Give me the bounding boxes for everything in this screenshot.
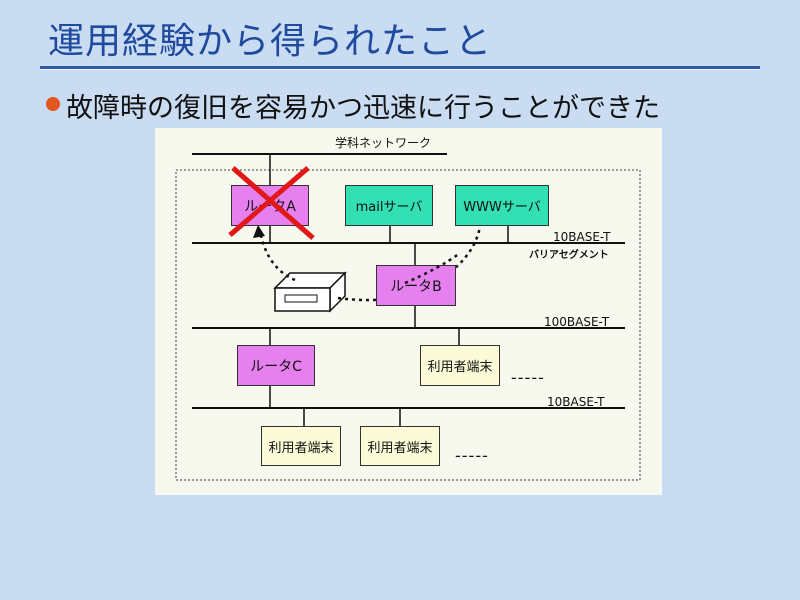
router-c: ルータC [237,345,315,386]
slide-title: 運用経験から得られたこと [48,21,493,62]
user-terminal-2: 利用者端末 [261,426,341,466]
arrowhead-icon [253,225,265,238]
more-terminals-indicator-1: ----- [511,368,545,387]
backup-device-icon [273,271,347,313]
router-b: ルータB [376,265,456,306]
site-boundary [175,169,641,481]
segment1-label: 10BASE-T [553,230,611,244]
segment3-label: 10BASE-T [547,395,605,409]
top-network-label: 学科ネットワーク [335,136,432,150]
segment1-sublabel: バリアセグメント [529,250,609,261]
user-terminal-1: 利用者端末 [420,345,500,386]
title-underline [40,66,760,70]
more-terminals-indicator-2: ----- [455,446,489,465]
mail-server: mailサーバ [345,185,433,226]
user-terminal-3: 利用者端末 [360,426,440,466]
router-a: ルータA [231,185,309,226]
segment2-label: 100BASE-T [544,315,610,329]
bullet-text: 故障時の復旧を容易かつ迅速に行うことができた [66,93,660,124]
network-diagram: 学科ネットワーク ルータA mailサーバ WWWサーバ 10BASE-T バリ… [155,128,662,495]
bullet-icon [46,97,60,111]
www-server: WWWサーバ [455,185,549,226]
